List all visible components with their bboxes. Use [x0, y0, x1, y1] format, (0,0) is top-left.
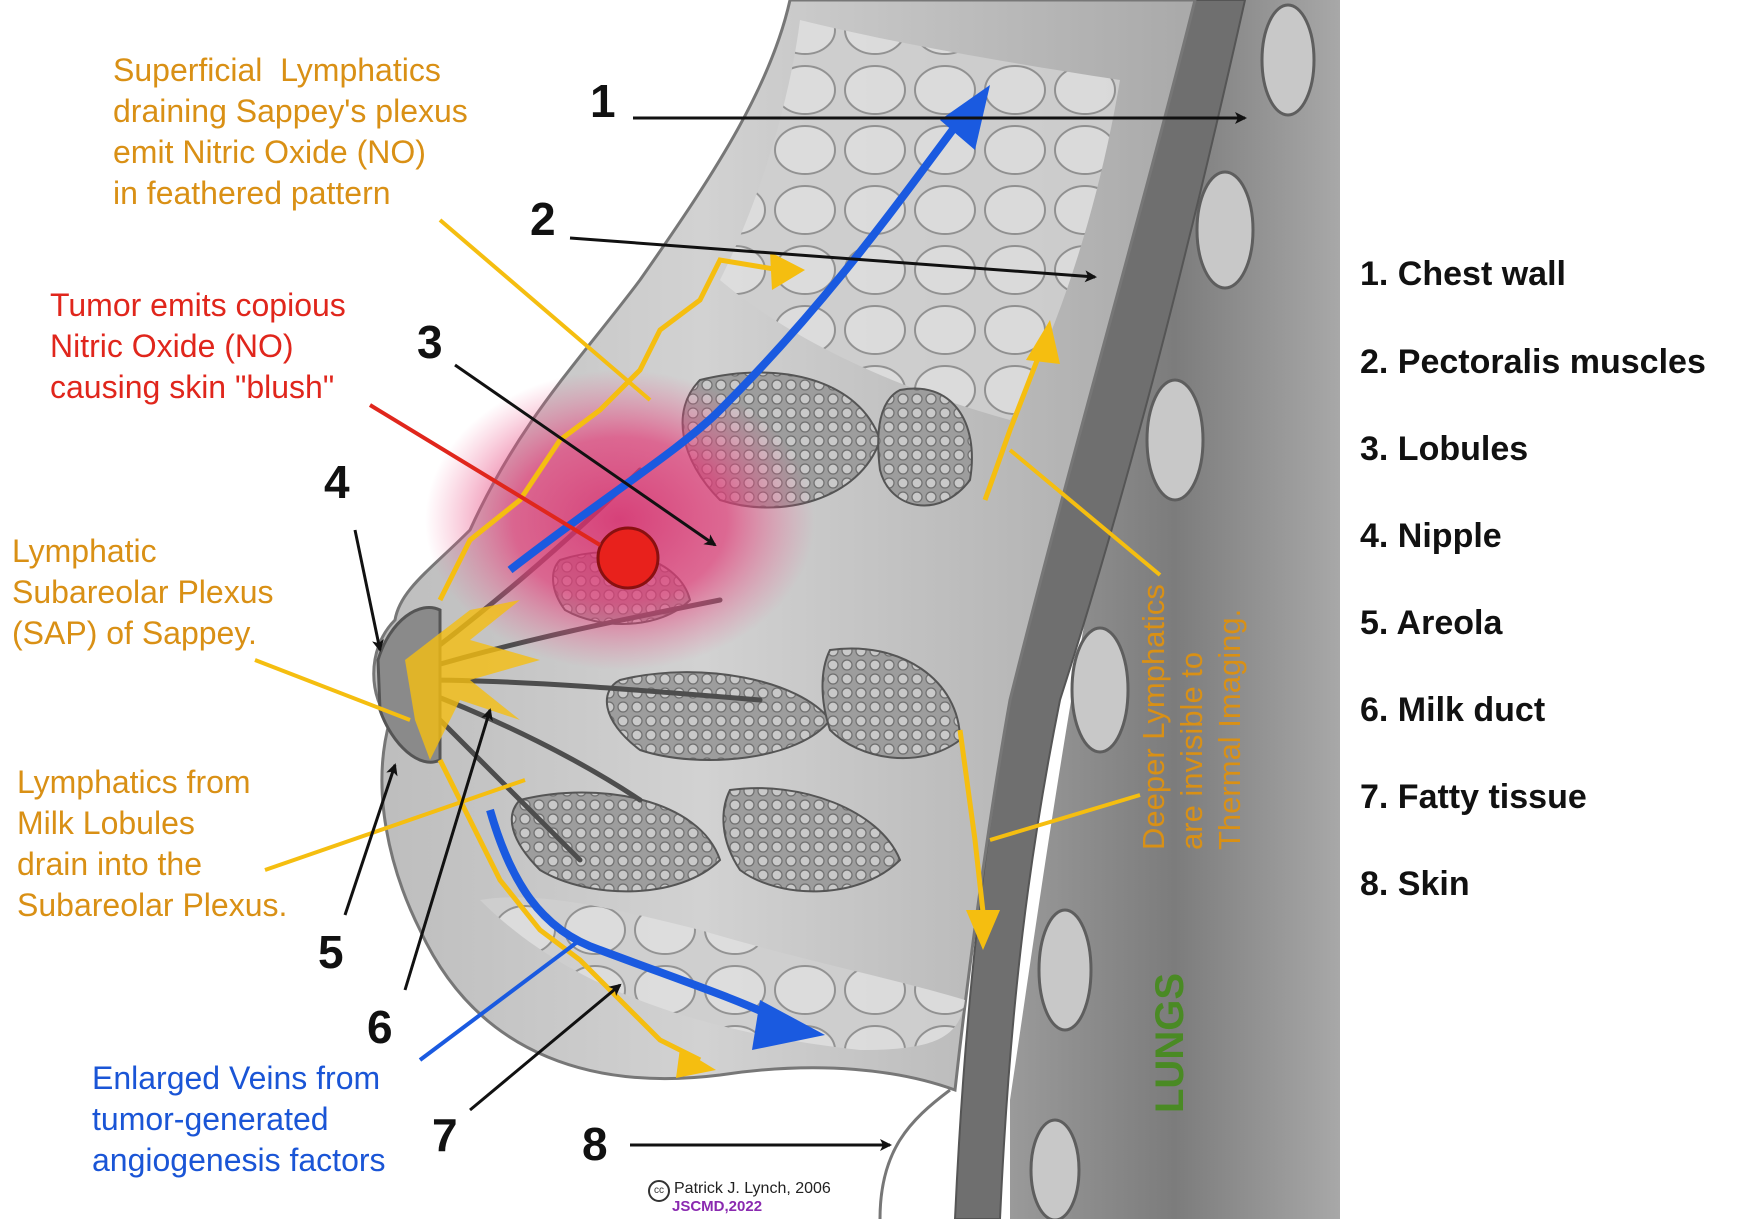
skin-line	[880, 1090, 950, 1219]
legend-item-fatty-tissue: 7. Fatty tissue	[1360, 778, 1587, 817]
superficial-lymphatics-label: Superficial Lymphatics draining Sappey's…	[113, 50, 468, 214]
deeper-lymphatics-label: Deeper Lymphatics are invisible to Therm…	[1135, 584, 1249, 850]
legend-item-lobules: 3. Lobules	[1360, 430, 1528, 469]
callout-number-1: 1	[590, 74, 616, 128]
legend-item-milk-duct: 6. Milk duct	[1360, 691, 1545, 730]
lobule-lymphatics-label: Lymphatics from Milk Lobules drain into …	[17, 762, 287, 926]
legend-item-areola: 5. Areola	[1360, 604, 1502, 643]
callout-number-2: 2	[530, 192, 556, 246]
credit-license-mark: cc	[648, 1180, 670, 1202]
legend-item-nipple: 4. Nipple	[1360, 517, 1502, 556]
callout-number-5: 5	[318, 925, 344, 979]
legend-item-pectoralis: 2. Pectoralis muscles	[1360, 343, 1706, 382]
callout-number-6: 6	[367, 1000, 393, 1054]
callout-number-8: 8	[582, 1117, 608, 1171]
credit-modifier: JSCMD,2022	[672, 1198, 762, 1215]
tumor	[598, 528, 658, 588]
lungs-label: LUNGS	[1148, 973, 1193, 1113]
callout-number-7: 7	[432, 1108, 458, 1162]
credit-author: Patrick J. Lynch, 2006	[674, 1180, 831, 1198]
sap-label: Lymphatic Subareolar Plexus (SAP) of Sap…	[12, 531, 273, 654]
callout-number-4: 4	[324, 455, 350, 509]
callout-number-3: 3	[417, 315, 443, 369]
enlarged-veins-label: Enlarged Veins from tumor-generated angi…	[92, 1058, 386, 1181]
legend-item-chest-wall: 1. Chest wall	[1360, 255, 1566, 294]
tumor-label: Tumor emits copious Nitric Oxide (NO) ca…	[50, 285, 346, 408]
legend-item-skin: 8. Skin	[1360, 865, 1470, 904]
